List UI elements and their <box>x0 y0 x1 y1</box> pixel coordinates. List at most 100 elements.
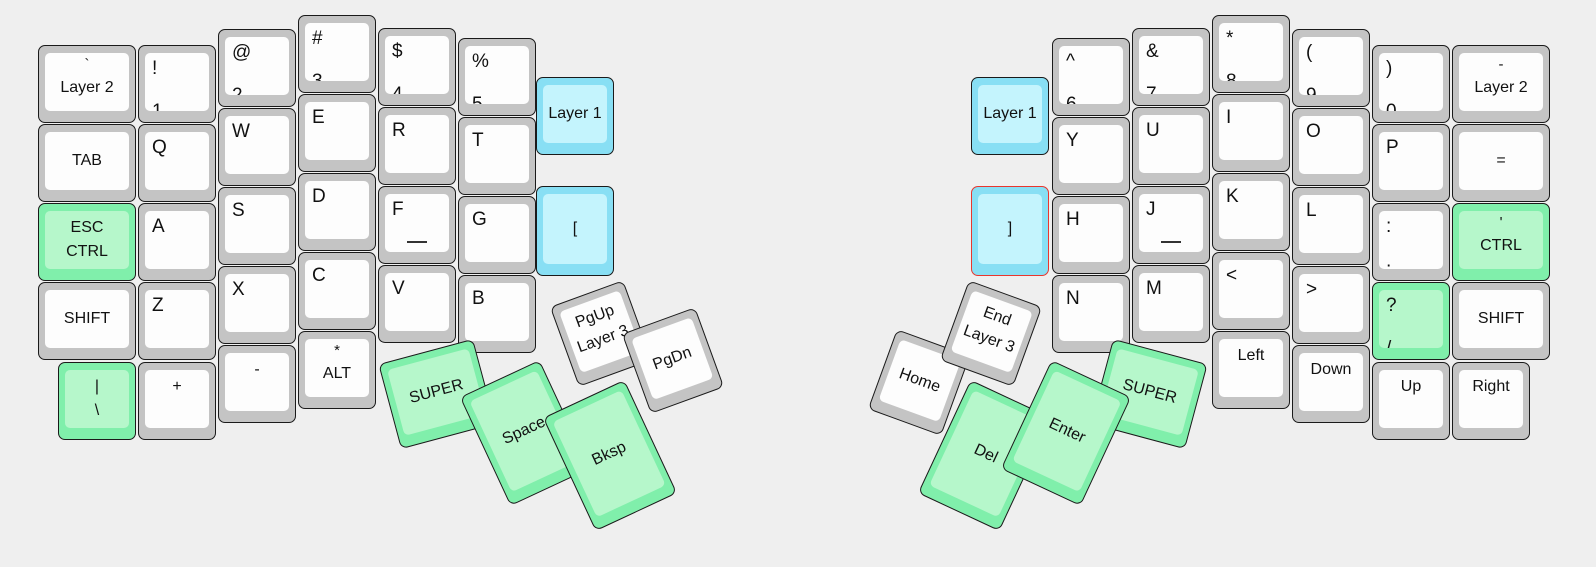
legend-center: + <box>172 378 182 395</box>
key-r-c5-r3[interactable]: :; <box>1372 203 1450 281</box>
key-r-c6-r3[interactable]: 'CTRL <box>1452 203 1550 281</box>
key-l-c4-r3[interactable]: D <box>298 173 376 251</box>
keycap-surface: Left <box>1219 339 1283 397</box>
key-l-c1-r2[interactable]: TAB <box>38 124 136 202</box>
key-r-c5-r1[interactable]: )0 <box>1372 45 1450 123</box>
key-r-c1-r1[interactable]: ^6 <box>1052 38 1130 116</box>
key-l-c6-r3[interactable]: G <box>458 196 536 274</box>
key-r-c5-r2[interactable]: P <box>1372 124 1450 202</box>
legend-shifted: ! <box>152 58 158 79</box>
legend-shifted: : <box>1386 216 1392 237</box>
key-r-c6-r4[interactable]: SHIFT <box>1452 282 1550 360</box>
keycap-surface: + <box>145 370 209 428</box>
key-l-c2-r2[interactable]: Q <box>138 124 216 202</box>
legend-base: O <box>1306 121 1321 142</box>
legend-base: R <box>392 120 406 141</box>
legend-shifted: ` <box>84 56 90 73</box>
key-r-c5-r4[interactable]: ?/ <box>1372 282 1450 360</box>
key-l-c7-r1[interactable]: Layer 1 <box>536 77 614 155</box>
keycap-surface: SHIFT <box>1459 290 1543 348</box>
key-l-c4-r2[interactable]: E <box>298 94 376 172</box>
key-l-c6-r4[interactable]: B <box>458 275 536 353</box>
key-l-c4-r4[interactable]: C <box>298 252 376 330</box>
key-l-c1-r4[interactable]: SHIFT <box>38 282 136 360</box>
key-l-c6-r2[interactable]: T <box>458 117 536 195</box>
legend-base: E <box>312 107 325 128</box>
key-l-c1-r1[interactable]: ` Layer 2 <box>38 45 136 123</box>
key-r-c4-r5[interactable]: Down <box>1292 345 1370 423</box>
legend-base: . <box>1306 323 1311 332</box>
key-l-c4-r5[interactable]: *ALT <box>298 331 376 409</box>
key-l-c2-r3[interactable]: A <box>138 203 216 281</box>
legend-center: Layer 1 <box>983 105 1037 122</box>
key-l-c5-r2[interactable]: R <box>378 107 456 185</box>
key-r-c3-r3[interactable]: K <box>1212 173 1290 251</box>
keycap-surface: -Layer 2 <box>1459 53 1543 111</box>
key-l-c4-r1[interactable]: #3 <box>298 15 376 93</box>
legend-shifted: % <box>472 51 489 72</box>
legend-center: Layer 2 <box>60 79 114 96</box>
keycap-surface: F <box>385 194 449 252</box>
legend-base: 0 <box>1386 102 1397 111</box>
keycap-surface: @2 <box>225 37 289 95</box>
keycap-surface: ] <box>978 194 1042 264</box>
key-r-c3-r4[interactable]: <, <box>1212 252 1290 330</box>
keycap-surface: <, <box>1219 260 1283 318</box>
keycap-surface: %5 <box>465 46 529 104</box>
key-r-c1-r3[interactable]: H <box>1052 196 1130 274</box>
keycap-surface: TAB <box>45 132 129 190</box>
legend-center: Layer 1 <box>548 105 602 122</box>
key-r-c2-r1[interactable]: &7 <box>1132 28 1210 106</box>
key-r-c6-r2[interactable]: = <box>1452 124 1550 202</box>
key-l-c3-r2[interactable]: W <box>218 108 296 186</box>
key-r-c4-r3[interactable]: L <box>1292 187 1370 265</box>
keycap-surface: ` Layer 2 <box>45 53 129 111</box>
legend-shifted: ? <box>1386 295 1397 316</box>
key-r-c3-r5[interactable]: Left <box>1212 331 1290 409</box>
key-r-c3-r2[interactable]: I <box>1212 94 1290 172</box>
key-l-c5-r4[interactable]: V <box>378 265 456 343</box>
keycap-surface: - <box>225 353 289 411</box>
key-r-c4-r4[interactable]: >. <box>1292 266 1370 344</box>
keycap-surface: Up <box>1379 370 1443 428</box>
key-l-c7-r2[interactable]: [ <box>536 186 614 276</box>
legend-center: - <box>254 361 260 378</box>
key-r-c4-r2[interactable]: O <box>1292 108 1370 186</box>
key-l-c3-r1[interactable]: @2 <box>218 29 296 107</box>
key-r-c5-r5[interactable]: Up <box>1372 362 1450 440</box>
keycap-surface: *8 <box>1219 23 1283 81</box>
key-l-c5-r3[interactable]: F <box>378 186 456 264</box>
keycap-surface: Y <box>1059 125 1123 183</box>
key-r-c1-r2[interactable]: Y <box>1052 117 1130 195</box>
key-r-c2-r2[interactable]: U <box>1132 107 1210 185</box>
key-l-c2-r1[interactable]: !1 <box>138 45 216 123</box>
keycap-surface: N <box>1059 283 1123 341</box>
key-r-c2-r3[interactable]: J <box>1132 186 1210 264</box>
legend-shifted: # <box>312 28 323 49</box>
legend-center: SHIFT <box>1477 310 1525 327</box>
legend-base: C <box>312 265 326 286</box>
key-l-c3-r3[interactable]: S <box>218 187 296 265</box>
key-r-c3-r1[interactable]: *8 <box>1212 15 1290 93</box>
key-r-c6-r1[interactable]: -Layer 2 <box>1452 45 1550 123</box>
legend-shifted: ' <box>1499 214 1503 231</box>
key-r-c0-r2[interactable]: ] <box>971 186 1049 276</box>
legend-center: Right <box>1472 378 1510 395</box>
key-r-c6-r5[interactable]: Right <box>1452 362 1530 440</box>
legend-base: 5 <box>472 95 483 104</box>
key-l-c2-r4[interactable]: Z <box>138 282 216 360</box>
key-r-c2-r4[interactable]: M <box>1132 265 1210 343</box>
key-r-c0-r1[interactable]: Layer 1 <box>971 77 1049 155</box>
keycap-surface: L <box>1299 195 1363 253</box>
key-l-c3-r5[interactable]: - <box>218 345 296 423</box>
key-l-c1-r5[interactable]: |\ <box>58 362 136 440</box>
keycap-surface: 'CTRL <box>1459 211 1543 269</box>
key-l-c5-r1[interactable]: $4 <box>378 28 456 106</box>
key-l-c6-r1[interactable]: %5 <box>458 38 536 116</box>
key-l-c3-r4[interactable]: X <box>218 266 296 344</box>
key-r-c4-r1[interactable]: (9 <box>1292 29 1370 107</box>
key-l-c2-r5[interactable]: + <box>138 362 216 440</box>
